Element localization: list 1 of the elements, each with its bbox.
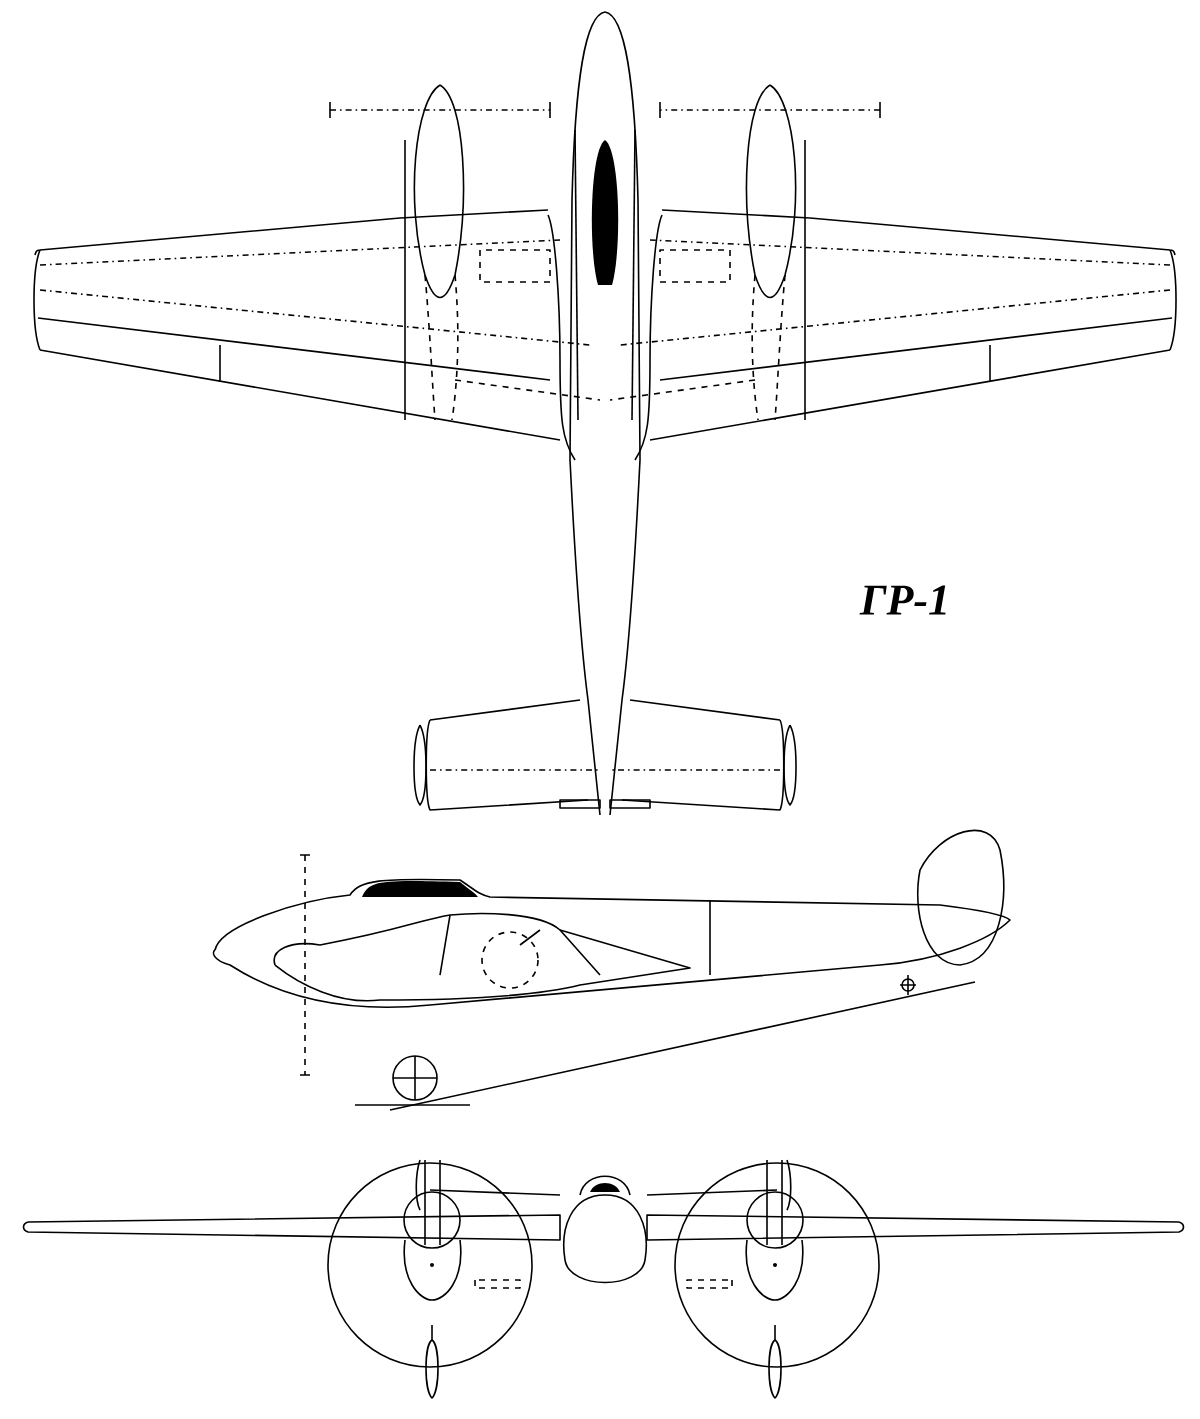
view-label: ГР-1 [859, 585, 946, 615]
